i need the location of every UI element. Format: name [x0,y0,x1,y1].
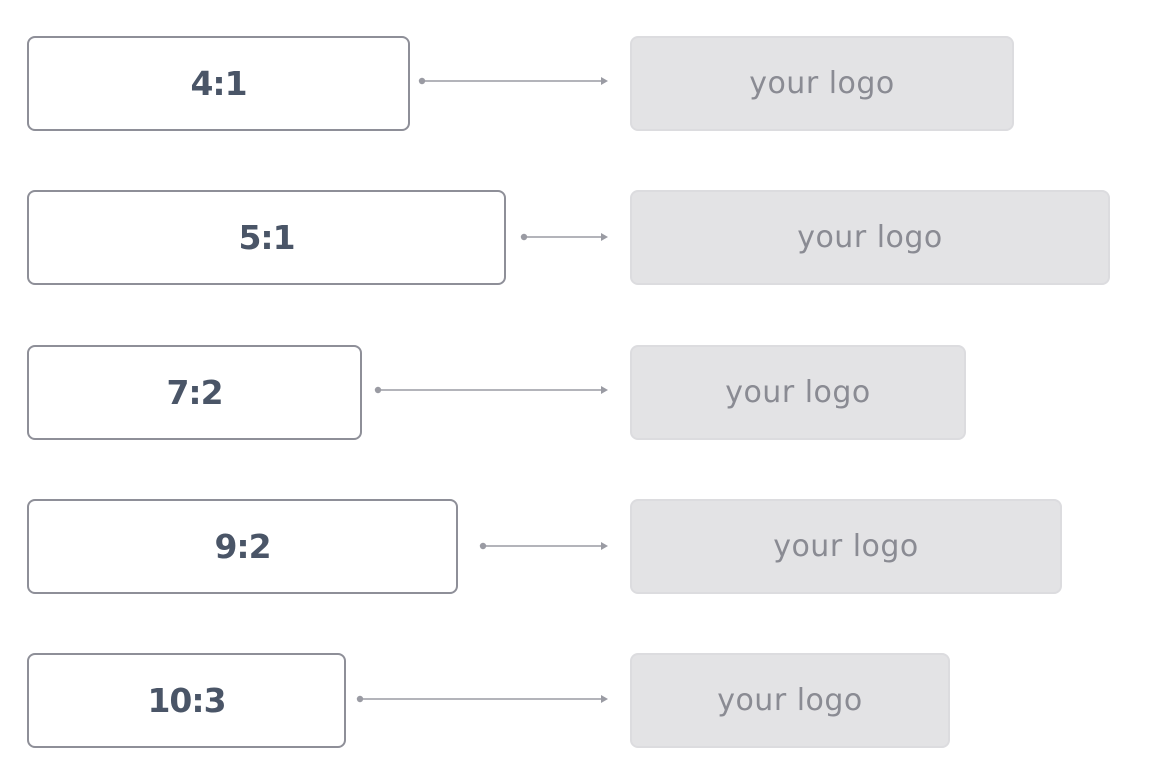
ratio-label-box: 4:1 [27,36,410,131]
logo-placeholder-text: your logo [749,66,895,101]
arrow-connector [418,77,608,85]
logo-placeholder: your logo [630,36,1014,131]
arrowhead-icon [601,542,608,550]
logo-placeholder-text: your logo [773,529,919,564]
ratio-label: 5:1 [238,218,295,257]
ratio-label: 9:2 [214,527,271,566]
ratio-label-box: 9:2 [27,499,458,594]
logo-placeholder-text: your logo [797,220,943,255]
arrowhead-icon [601,77,608,85]
ratio-label: 10:3 [147,681,226,720]
arrow-connector [356,695,608,703]
logo-placeholder-text: your logo [725,375,871,410]
ratio-label: 7:2 [166,373,223,412]
logo-placeholder: your logo [630,345,966,440]
ratio-label-box: 7:2 [27,345,362,440]
arrow-connector [520,233,608,241]
arrow-connector [479,542,608,550]
arrowhead-icon [601,695,608,703]
logo-placeholder: your logo [630,499,1062,594]
ratio-label-box: 10:3 [27,653,346,748]
logo-placeholder: your logo [630,190,1110,285]
ratio-label-box: 5:1 [27,190,506,285]
arrowhead-icon [601,233,608,241]
arrow-connector [374,386,608,394]
logo-placeholder-text: your logo [717,683,863,718]
logo-placeholder: your logo [630,653,950,748]
ratio-label: 4:1 [190,64,247,103]
arrowhead-icon [601,386,608,394]
